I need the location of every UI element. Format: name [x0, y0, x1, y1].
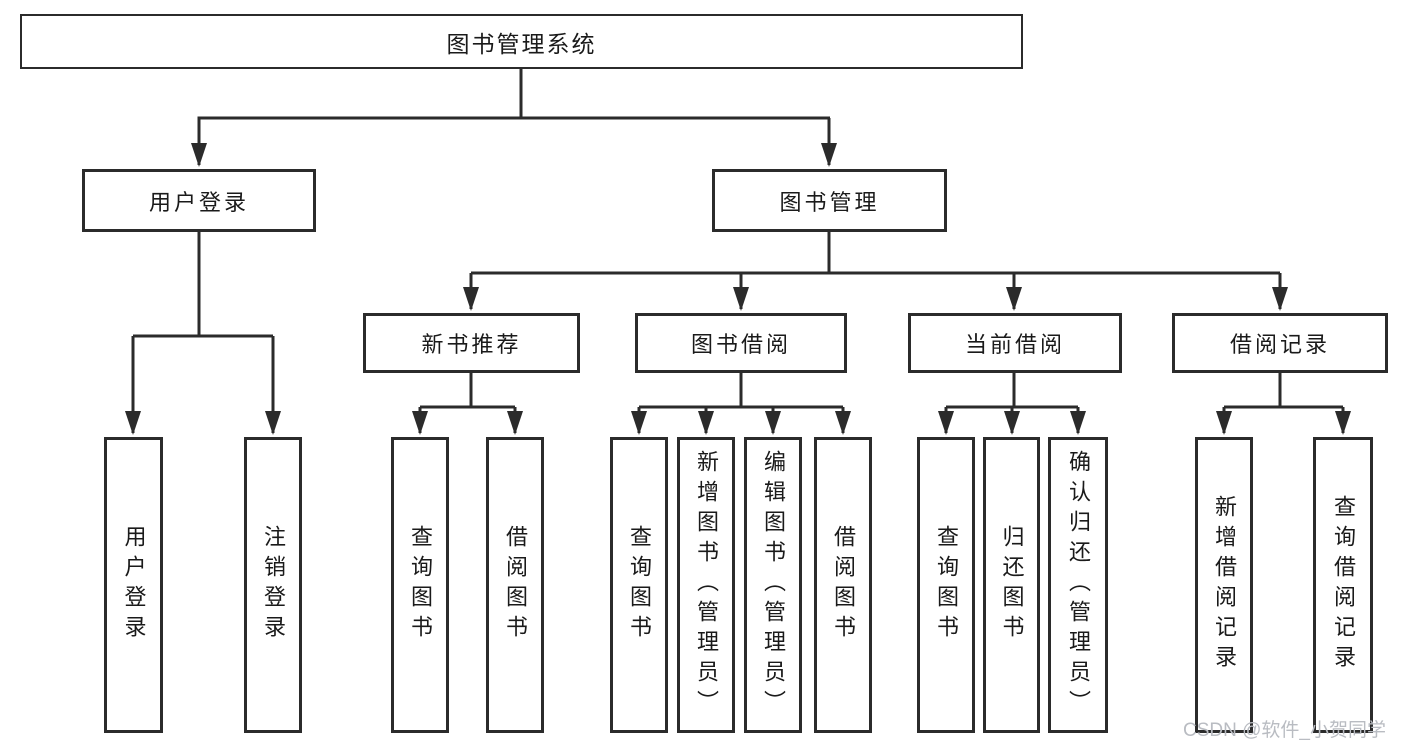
- edges-user-login-to-children: [125, 232, 281, 435]
- edges-new-book-recommend-to-children: [412, 373, 523, 435]
- leaf-current-return-book: 归还图书: [983, 437, 1040, 733]
- node-root-system: 图书管理系统: [20, 14, 1023, 69]
- node-current-borrow: 当前借阅: [908, 313, 1122, 373]
- node-borrow-records: 借阅记录: [1172, 313, 1388, 373]
- leaf-records-query-record: 查询借阅记录: [1313, 437, 1373, 733]
- leaf-borrow-add-book-admin: 新增图书（管理员）: [677, 437, 735, 733]
- edges-book-borrow-to-children: [631, 373, 851, 435]
- node-book-borrow: 图书借阅: [635, 313, 847, 373]
- leaf-records-add-record: 新增借阅记录: [1195, 437, 1253, 733]
- edges-current-borrow-to-children: [938, 373, 1086, 435]
- leaf-borrow-query-book: 查询图书: [610, 437, 668, 733]
- leaf-current-confirm-return-admin: 确认归还（管理员）: [1048, 437, 1108, 733]
- edges-book-management-to-level3: [463, 232, 1288, 311]
- node-user-login: 用户登录: [82, 169, 316, 232]
- leaf-user-login: 用户登录: [104, 437, 163, 733]
- edges-root-to-level2: [191, 69, 837, 167]
- edges-borrow-records-to-children: [1216, 373, 1351, 435]
- leaf-borrow-edit-book-admin: 编辑图书（管理员）: [744, 437, 802, 733]
- leaf-newbook-borrow-book: 借阅图书: [486, 437, 544, 733]
- leaf-borrow-borrow-book: 借阅图书: [814, 437, 872, 733]
- csdn-watermark: CSDN @软件_小贺同学: [1183, 720, 1386, 741]
- node-book-management: 图书管理: [712, 169, 947, 232]
- node-new-book-recommend: 新书推荐: [363, 313, 580, 373]
- leaf-current-query-book: 查询图书: [917, 437, 975, 733]
- leaf-newbook-query-book: 查询图书: [391, 437, 449, 733]
- leaf-logout: 注销登录: [244, 437, 302, 733]
